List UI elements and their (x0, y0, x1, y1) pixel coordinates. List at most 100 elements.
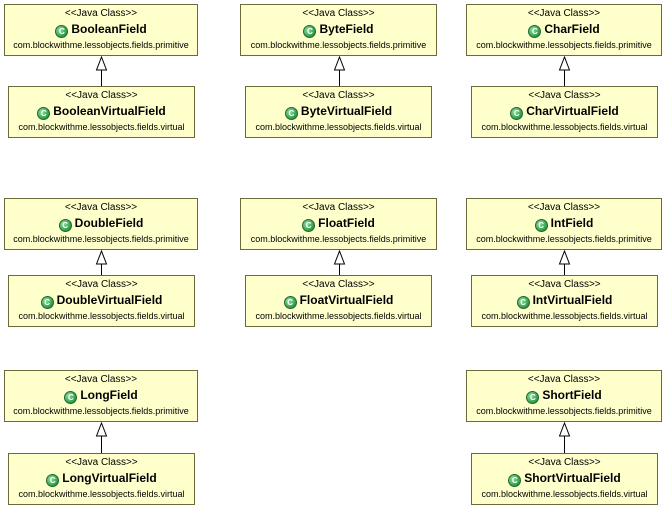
java-class-icon: C (40, 296, 54, 309)
package-name: com.blockwithme.lessobjects.fields.virtu… (255, 122, 422, 132)
stereotype-label: <<Java Class>> (64, 374, 138, 385)
package-name: com.blockwithme.lessobjects.fields.virtu… (481, 489, 648, 499)
class-name: DoubleField (74, 216, 144, 230)
package-name: com.blockwithme.lessobjects.fields.primi… (476, 234, 652, 244)
package-name: com.blockwithme.lessobjects.fields.virtu… (255, 311, 422, 321)
class-name: DoubleVirtualField (56, 293, 163, 307)
package-name: com.blockwithme.lessobjects.fields.primi… (250, 234, 427, 244)
generalization-arrow (558, 421, 571, 453)
stereotype-label: <<Java Class>> (64, 202, 138, 213)
stereotype-label: <<Java Class>> (527, 374, 601, 385)
java-class-icon: C (526, 391, 540, 404)
stereotype-label: <<Java Class>> (65, 90, 138, 101)
package-name: com.blockwithme.lessobjects.fields.virtu… (18, 489, 185, 499)
package-name: com.blockwithme.lessobjects.fields.virtu… (481, 311, 648, 321)
java-class-icon: C (534, 219, 548, 232)
java-class-icon: C (46, 474, 60, 487)
stereotype-label: <<Java Class>> (528, 279, 601, 290)
stereotype-label: <<Java Class>> (527, 8, 601, 19)
java-class-icon: C (303, 25, 317, 38)
class-name: BooleanVirtualField (53, 104, 166, 118)
class-name: CharField (544, 22, 600, 36)
stereotype-label: <<Java Class>> (302, 90, 375, 101)
class-name: ByteVirtualField (300, 104, 393, 118)
package-name: com.blockwithme.lessobjects.fields.virtu… (481, 122, 648, 132)
stereotype-label: <<Java Class>> (528, 457, 601, 468)
class-name: FloatVirtualField (299, 293, 394, 307)
java-class-icon: C (55, 25, 69, 38)
generalization-arrow (95, 421, 108, 453)
class-name: ShortField (542, 388, 602, 402)
java-class-icon: C (58, 219, 72, 232)
package-name: com.blockwithme.lessobjects.fields.primi… (476, 406, 652, 416)
package-name: com.blockwithme.lessobjects.fields.virtu… (18, 311, 185, 321)
package-name: com.blockwithme.lessobjects.fields.virtu… (18, 122, 185, 132)
package-name: com.blockwithme.lessobjects.fields.primi… (476, 40, 652, 50)
java-class-icon: C (510, 107, 524, 120)
java-class-icon: C (302, 219, 316, 232)
java-class-icon: C (64, 391, 78, 404)
package-name: com.blockwithme.lessobjects.fields.primi… (250, 40, 427, 50)
stereotype-label: <<Java Class>> (527, 202, 601, 213)
generalization-arrow (558, 55, 571, 86)
java-class-icon: C (37, 107, 51, 120)
class-name: CharVirtualField (526, 104, 619, 118)
generalization-arrow (333, 55, 346, 86)
class-name: ShortVirtualField (524, 471, 621, 485)
class-name: ByteField (319, 22, 374, 36)
generalization-arrow (558, 249, 571, 275)
class-name: IntVirtualField (532, 293, 613, 307)
java-class-icon: C (283, 296, 297, 309)
stereotype-label: <<Java Class>> (302, 279, 375, 290)
class-name: FloatField (318, 216, 375, 230)
class-name: BooleanField (71, 22, 147, 36)
generalization-arrow (95, 249, 108, 275)
class-name: LongVirtualField (62, 471, 157, 485)
stereotype-label: <<Java Class>> (65, 279, 138, 290)
class-name: IntField (550, 216, 594, 230)
stereotype-label: <<Java Class>> (302, 202, 375, 213)
generalization-arrow (333, 249, 346, 275)
java-class-icon: C (284, 107, 298, 120)
stereotype-label: <<Java Class>> (528, 90, 601, 101)
package-name: com.blockwithme.lessobjects.fields.primi… (13, 406, 189, 416)
generalization-arrow (95, 55, 108, 86)
package-name: com.blockwithme.lessobjects.fields.primi… (13, 234, 189, 244)
stereotype-label: <<Java Class>> (64, 8, 138, 19)
java-class-icon: C (508, 474, 522, 487)
package-name: com.blockwithme.lessobjects.fields.primi… (13, 40, 189, 50)
